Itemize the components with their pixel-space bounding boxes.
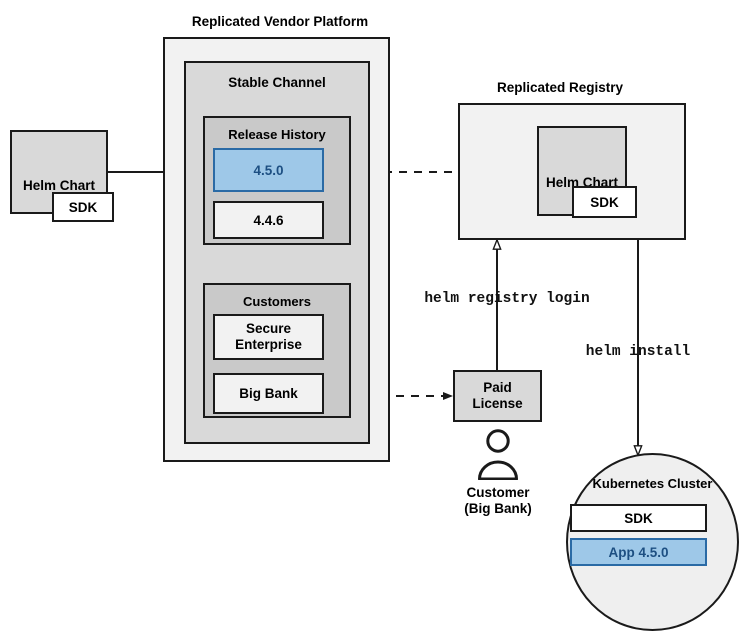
release-item-450-label: 4.5.0 xyxy=(253,162,284,178)
customer-item-secure-enterprise-label: Secure Enterprise xyxy=(235,321,302,352)
customer-actor-label: Customer (Big Bank) xyxy=(464,485,532,516)
source-helm-chart-label: Helm Chart xyxy=(22,177,95,193)
cluster-item-sdk[interactable]: SDK xyxy=(570,504,707,532)
registry-sdk-label: SDK xyxy=(590,194,619,210)
customers-title: Customers xyxy=(243,294,311,309)
customer-item-secure-enterprise[interactable]: Secure Enterprise xyxy=(213,314,324,360)
cluster-item-app[interactable]: App 4.5.0 xyxy=(570,538,707,566)
registry-title: Replicated Registry xyxy=(496,80,624,95)
person-icon xyxy=(478,429,518,480)
vendor-platform-title: Replicated Vendor Platform xyxy=(191,14,369,29)
kubernetes-cluster-title: Kubernetes Cluster xyxy=(592,476,713,491)
release-item-446[interactable]: 4.4.6 xyxy=(213,201,324,239)
cluster-item-app-label: App 4.5.0 xyxy=(608,544,669,560)
paid-license-label: Paid License xyxy=(472,380,523,411)
registry-sdk-box: SDK xyxy=(572,186,637,218)
registry-helm-chart-label: Helm Chart xyxy=(545,174,618,190)
command-registry-login: helm registry login xyxy=(424,291,590,307)
release-history-title: Release History xyxy=(228,127,326,142)
stable-channel-title: Stable Channel xyxy=(228,75,326,90)
source-helm-chart-sdk-box: SDK xyxy=(52,192,114,222)
release-item-450[interactable]: 4.5.0 xyxy=(213,148,324,192)
source-helm-chart-sdk-label: SDK xyxy=(68,199,98,215)
release-item-446-label: 4.4.6 xyxy=(253,212,284,228)
cluster-item-sdk-label: SDK xyxy=(624,510,653,526)
paid-license-box: Paid License xyxy=(453,370,542,422)
customer-item-big-bank[interactable]: Big Bank xyxy=(213,373,324,414)
command-helm-install: helm install xyxy=(585,344,691,360)
customer-item-big-bank-label: Big Bank xyxy=(239,386,298,401)
